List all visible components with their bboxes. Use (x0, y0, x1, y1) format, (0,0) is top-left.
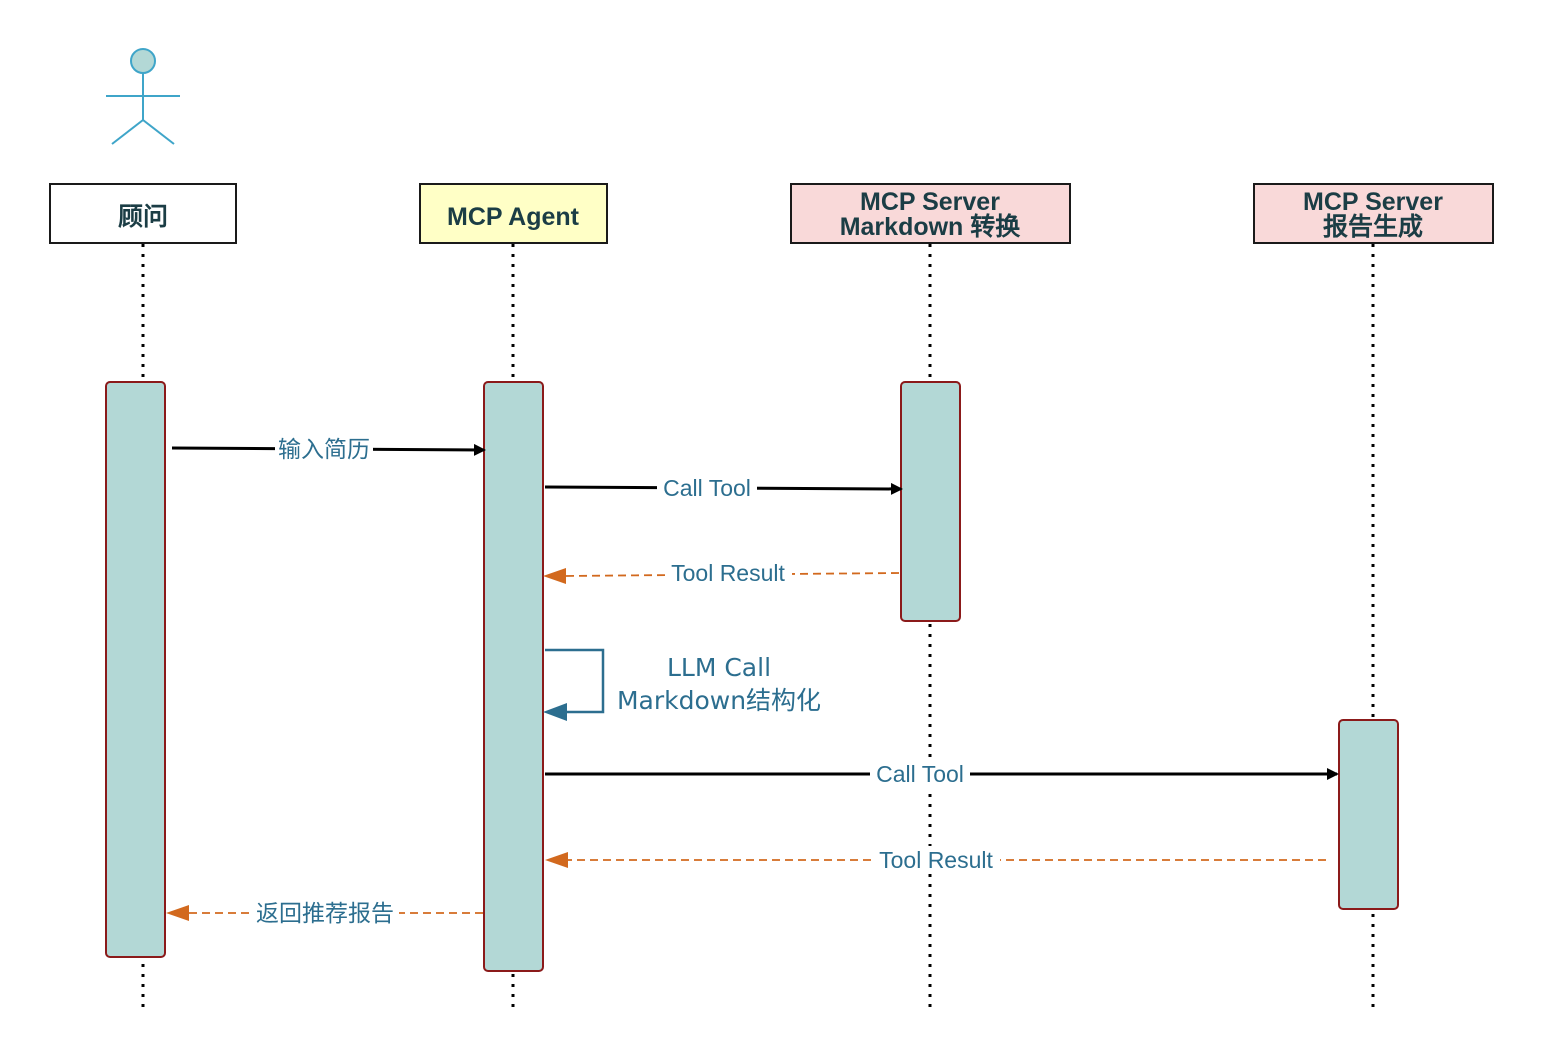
self-call-label-line2: Markdown结构化 (617, 686, 821, 715)
message-arrow (563, 572, 900, 577)
participant-label: MCP Agent (447, 203, 580, 231)
participant-box (49, 183, 237, 244)
label-background (275, 435, 373, 463)
participant-label-line2: Markdown 转换 (840, 212, 1022, 241)
participant-box (790, 183, 1071, 244)
label-background (251, 899, 399, 927)
message-return-report[interactable]: 返回推荐报告 (166, 899, 483, 927)
activation-report-server (1338, 719, 1399, 910)
message-label: 输入简历 (278, 436, 370, 462)
participant-agent[interactable]: MCP Agent (419, 183, 608, 244)
label-background (657, 474, 757, 502)
participant-box (419, 183, 608, 244)
self-loop-arrow (545, 648, 605, 714)
participant-label-line1: MCP Server (860, 188, 1000, 216)
message-tool-result-2[interactable]: Tool Result (545, 846, 1326, 874)
arrowhead-orange (543, 568, 566, 584)
participant-md-server[interactable]: MCP Server Markdown 转换 (790, 183, 1071, 244)
participant-label: 顾问 (118, 203, 168, 231)
message-tool-result-1[interactable]: Tool Result (543, 559, 900, 587)
message-label: 返回推荐报告 (256, 900, 394, 926)
activation-agent (483, 381, 544, 972)
arrowhead-orange (545, 852, 568, 868)
participant-consultant[interactable]: 顾问 (49, 183, 237, 244)
message-label: Tool Result (671, 560, 785, 586)
participant-label-line1: MCP Server (1303, 188, 1443, 216)
arrowhead-blue (543, 703, 567, 721)
participant-report-server[interactable]: MCP Server 报告生成 (1253, 183, 1494, 244)
message-label: Call Tool (663, 475, 751, 501)
message-label: Tool Result (879, 847, 993, 873)
activation-md-server (900, 381, 961, 622)
stick-figure-actor-icon (106, 48, 180, 145)
arrowhead-orange (166, 905, 189, 921)
message-label: Call Tool (876, 761, 964, 787)
label-background (870, 760, 970, 788)
activation-consultant (105, 381, 166, 958)
label-background (665, 559, 792, 587)
participant-label-line2: 报告生成 (1323, 213, 1423, 241)
message-call-tool-2[interactable]: Call Tool (545, 760, 1339, 788)
message-call-tool-1[interactable]: Call Tool (544, 474, 903, 502)
participant-box (1253, 183, 1494, 244)
self-call-llm[interactable]: LLM Call Markdown结构化 (543, 648, 821, 721)
self-call-label-line1: LLM Call (667, 653, 771, 682)
message-input-resume[interactable]: 输入简历 (171, 435, 486, 463)
label-background (873, 846, 1000, 874)
